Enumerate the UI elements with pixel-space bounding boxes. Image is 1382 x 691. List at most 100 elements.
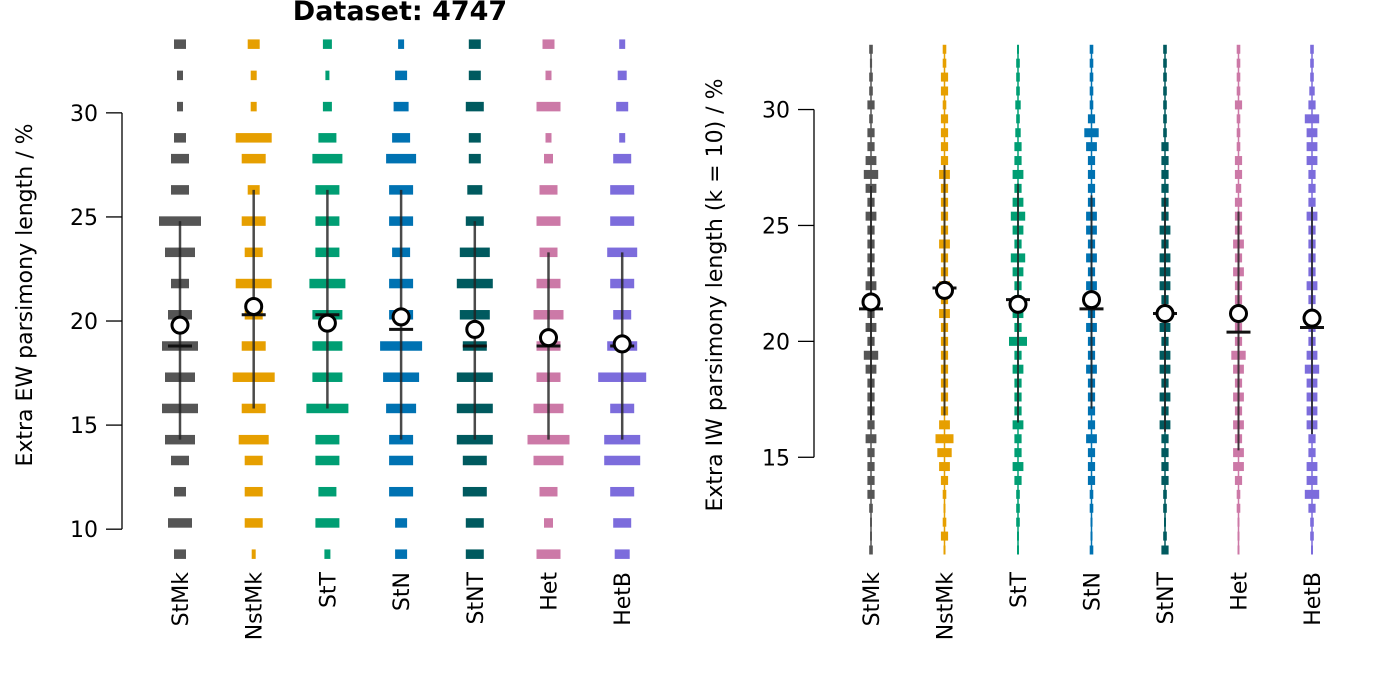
y-tick-label: 15 [70,414,98,439]
bin-bar [468,133,481,143]
bin-bar [869,86,873,96]
y-tick-label: 20 [70,310,98,335]
y-axis-label: Extra EW parsimony length / % [13,123,38,466]
bin-bar [1087,475,1096,485]
bin-bar [318,133,337,143]
bin-bar [1016,114,1020,124]
bin-bar [869,72,873,82]
bin-bar [318,486,337,497]
bin-bar [1236,489,1241,499]
bin-bar [177,101,183,112]
x-tick-label: StNT [464,571,489,624]
bin-bar [1017,545,1019,555]
y-tick-label: 25 [70,206,98,231]
x-tick-label: StMk [860,572,885,627]
bin-bar [867,128,875,138]
bin-bar [1310,517,1314,527]
bin-bar [1234,100,1243,110]
bin-bar [869,58,873,68]
bin-bar [1087,183,1096,193]
bin-bar [1014,448,1022,458]
bin-bar [1311,545,1313,555]
bin-bar [942,489,947,499]
bin-bar [865,434,877,444]
bin-bar [940,142,949,152]
bin-bar [395,518,408,528]
bin-bar [867,448,875,458]
bin-bar [1086,142,1097,152]
bin-bar [251,549,256,559]
y-tick-label: 10 [70,518,98,543]
bin-bar [943,545,946,555]
bin-bar [1161,169,1169,179]
bin-bar [1236,128,1241,138]
bin-bar [617,70,627,81]
bin-bar [614,549,630,559]
bin-bar [462,455,487,466]
bin-bar [610,216,635,226]
bin-bar [465,101,484,112]
bin-bar [1084,128,1099,138]
y-tick-label: 15 [762,446,790,471]
bin-bar [939,462,950,472]
bin-bar [544,518,553,528]
x-tick-label: StMk [169,572,194,627]
mean-point [170,315,190,335]
bin-bar [1161,434,1169,444]
bin-bar [1089,44,1094,54]
bin-bar [174,39,186,49]
bin-bar [1016,86,1020,96]
bin-bar [1015,128,1021,138]
bin-bar [867,142,875,152]
bin-bar [324,549,331,559]
bin-bar [1236,44,1241,54]
bin-bar [1016,58,1020,68]
bin-bar [1089,86,1094,96]
bin-bar [1234,475,1243,485]
bin-bar [1306,142,1318,152]
bin-bar [867,462,875,472]
bin-bar [1014,142,1022,152]
bin-bar [869,545,873,555]
bin-bar [1161,545,1169,555]
bin-bar [174,133,186,143]
bin-bar [395,70,408,81]
bin-bar [1233,462,1244,472]
x-tick-label: NstMk [934,572,959,641]
x-tick-label: Het [538,572,563,611]
bin-bar [1016,503,1020,513]
bin-bar [1234,169,1243,179]
bin-bar [533,455,564,466]
mean-point [317,313,337,333]
bin-bar [940,531,949,541]
bin-bar [1308,183,1316,193]
x-tick-label: StN [390,572,415,611]
bin-bar [1161,462,1169,472]
mean-point [465,319,485,339]
bin-bar [1236,503,1241,513]
bin-bar [398,39,405,49]
bin-bar [536,101,561,112]
x-tick-label: NstMk [243,572,268,641]
bin-bar [1087,406,1096,416]
bin-bar [247,39,260,49]
bin-bar [869,44,873,54]
bin-bar [1163,72,1167,82]
bin-bar [1015,100,1021,110]
bin-bar [241,153,266,164]
bin-bar [604,455,641,466]
bin-bar [1016,517,1020,527]
bin-bar [1017,531,1019,541]
bin-bar [616,101,629,112]
bin-bar [465,549,484,559]
bin-bar [1234,156,1243,166]
x-tick-label: Het [1228,572,1253,611]
bin-bar [174,486,186,497]
x-tick-label: HetB [611,572,636,626]
bin-bar [1161,156,1169,166]
bin-bar [171,185,189,195]
bin-bar [1089,58,1094,68]
bin-bar [1014,434,1022,444]
bin-bar [610,185,635,195]
